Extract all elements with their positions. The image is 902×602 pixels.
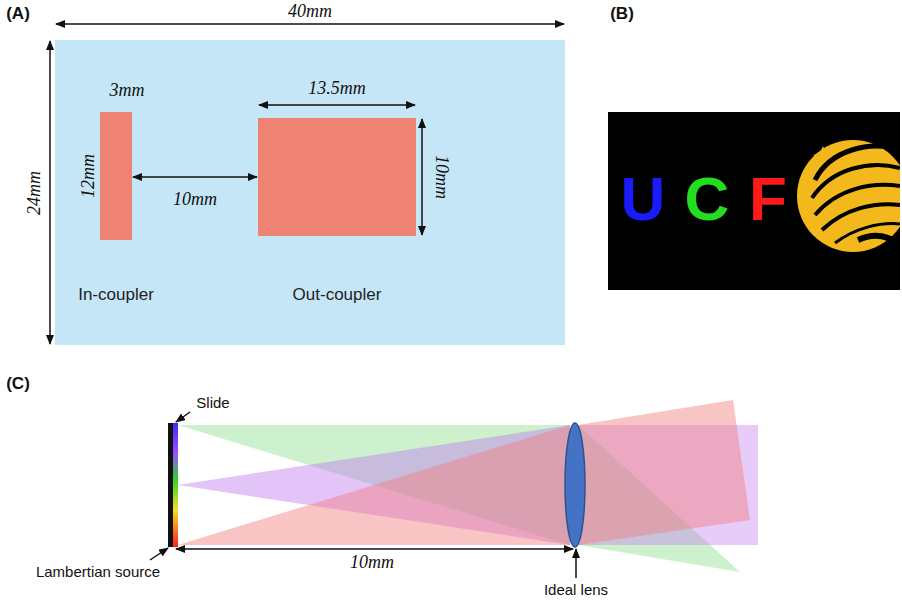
dimension-label: 24mm <box>24 171 45 215</box>
dimension-label: 10mm <box>173 189 217 210</box>
green-beam <box>178 425 570 545</box>
in-coupler-grating: In-coupler <box>100 112 132 240</box>
dimension-line <box>49 41 51 344</box>
dimension-line <box>176 548 573 550</box>
dimension-arrow <box>133 176 257 178</box>
panel-letter: (A) <box>6 4 30 24</box>
waveguide <box>55 40 565 345</box>
panel-letter: (B) <box>610 4 634 24</box>
callout-label: Slide <box>196 394 229 411</box>
panel-letter: (C) <box>6 374 30 394</box>
dimension-line <box>421 119 423 235</box>
part-label: Out-coupler <box>293 285 382 305</box>
logo-letter: F <box>749 163 787 234</box>
slide <box>168 423 173 547</box>
logo-letter: U <box>621 163 666 234</box>
leader-line <box>176 412 190 422</box>
callout-label: Ideal lens <box>544 581 608 598</box>
logo-letter: C <box>685 163 730 234</box>
dimension-line <box>259 104 415 106</box>
ideal-lens <box>565 423 585 547</box>
slide <box>173 423 178 547</box>
dimension-line <box>56 23 564 25</box>
dimension-label: 13.5mm <box>308 78 366 99</box>
logo <box>797 140 900 252</box>
dimension-label: 40mm <box>288 1 332 22</box>
leader-line <box>150 548 168 560</box>
purple-beam <box>178 425 570 545</box>
out-coupler-grating: Out-coupler <box>258 118 416 236</box>
dimension-label: 10mm <box>350 552 394 573</box>
dimension-label: 10mm <box>431 155 452 199</box>
dimension-label: 3mm <box>110 80 145 101</box>
red-beam <box>178 425 570 545</box>
leader-line <box>575 549 577 578</box>
part-label: In-coupler <box>78 285 154 305</box>
callout-label: Lambertian source <box>36 563 160 580</box>
dimension-label: 12mm <box>78 154 99 198</box>
red-beam <box>578 400 750 545</box>
